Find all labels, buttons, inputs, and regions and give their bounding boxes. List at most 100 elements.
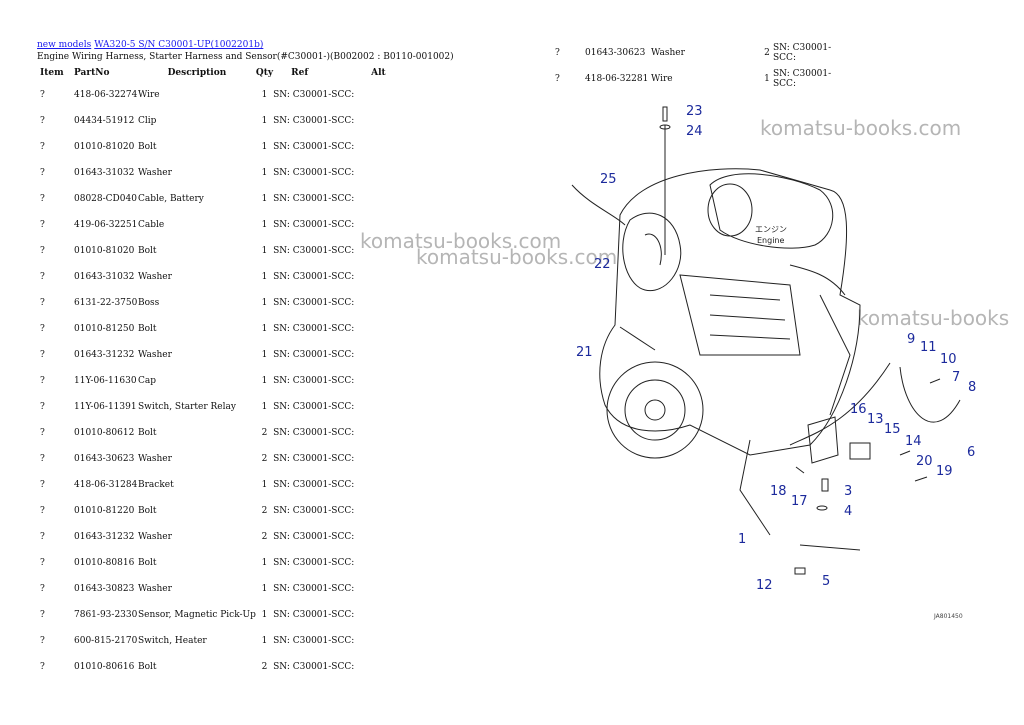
cell-part: 01643-31032 <box>74 168 135 178</box>
cell-ref: SN: C30001-SCC: <box>273 220 355 230</box>
cell-qty: 1 <box>261 610 268 620</box>
cell-ref: SN: C30001-SCC: <box>273 90 355 100</box>
cell-desc: Bolt <box>138 324 157 334</box>
callout-17: 17 <box>791 494 808 509</box>
callout-15: 15 <box>884 422 901 437</box>
cell-desc: Sensor, Magnetic Pick-Up <box>138 610 256 620</box>
cell-desc: Bracket <box>138 480 174 490</box>
cell-desc: Bolt <box>138 662 157 672</box>
cell-desc: Washer <box>138 584 172 594</box>
cell-qty: 2 <box>764 48 770 58</box>
cell-part: 6131-22-3750 <box>74 298 138 308</box>
watermark: komatsu-books <box>857 306 1010 330</box>
cell-qty: 1 <box>261 376 268 386</box>
callout-16: 16 <box>850 402 867 417</box>
cell-part: 11Y-06-11391 <box>74 402 137 412</box>
breadcrumb-link-new-models[interactable]: new models <box>37 40 92 50</box>
cell-item: ? <box>40 376 45 386</box>
cell-item: ? <box>555 74 560 84</box>
cell-item: ? <box>40 324 45 334</box>
cell-desc: Wire <box>138 90 160 100</box>
cell-qty: 1 <box>764 74 770 84</box>
cell-part: 01010-81020 <box>74 246 135 256</box>
callout-23: 23 <box>686 104 703 119</box>
cell-qty: 1 <box>261 558 268 568</box>
callout-9: 9 <box>907 332 915 347</box>
cell-qty: 1 <box>261 116 268 126</box>
breadcrumb-link-model[interactable]: WA320-5 S/N C30001-UP(1002201b) <box>94 40 264 50</box>
cell-part: 01010-80816 <box>74 558 135 568</box>
cell-qty: 1 <box>261 298 268 308</box>
callout-11: 11 <box>920 340 937 355</box>
cell-qty: 1 <box>261 168 268 178</box>
engine-exploded-diagram: エンジン Engine 23 24 25 22 21 9 11 10 7 8 6… <box>571 104 976 620</box>
cell-item: ? <box>40 636 45 646</box>
callout-19: 19 <box>936 464 953 479</box>
cell-item: ? <box>40 350 45 360</box>
cell-ref: SN: C30001-SCC: <box>273 428 355 438</box>
callout-22: 22 <box>594 257 611 272</box>
cell-ref: SN: C30001-SCC: <box>273 324 355 334</box>
callout-14: 14 <box>905 434 922 449</box>
callout-4: 4 <box>844 504 852 519</box>
cell-desc: Washer <box>138 532 172 542</box>
cell-ref: SN: C30001-SCC: <box>273 194 355 204</box>
cell-qty: 1 <box>261 402 268 412</box>
cell-ref: SN: C30001-SCC: <box>273 662 355 672</box>
cell-qty: 2 <box>261 454 268 464</box>
cell-qty: 2 <box>261 532 268 542</box>
cell-ref: SN: C30001-SCC: <box>273 376 355 386</box>
cell-part: 01643-30623 <box>585 48 646 58</box>
cell-desc: Cap <box>138 376 157 386</box>
watermark: komatsu-books.com <box>416 245 618 269</box>
watermark: komatsu-books.com <box>360 229 562 253</box>
cell-qty: 1 <box>261 636 268 646</box>
callout-6: 6 <box>967 445 975 460</box>
cell-ref: SN: C30001-SCC: <box>273 116 355 126</box>
cell-ref: SN: C30001-SCC: <box>273 142 355 152</box>
cell-item: ? <box>40 168 45 178</box>
cell-part: 01010-81250 <box>74 324 135 334</box>
cell-item: ? <box>40 272 45 282</box>
cell-qty: 1 <box>261 246 268 256</box>
cell-ref: SN: C30001-SCC: <box>273 558 355 568</box>
cell-qty: 1 <box>261 350 268 360</box>
table-header-row: Item PartNo Description Qty Ref Alt <box>37 64 386 82</box>
cell-item: ? <box>40 298 45 308</box>
callout-10: 10 <box>940 352 957 367</box>
callout-12: 12 <box>756 578 773 593</box>
cell-ref: SN: C30001-SCC: <box>273 480 355 490</box>
cell-part: 01643-31032 <box>74 272 135 282</box>
cell-item: ? <box>555 48 560 58</box>
cell-item: ? <box>40 220 45 230</box>
parts-table: Item PartNo Description Qty Ref Alt ?418… <box>37 64 386 680</box>
cell-item: ? <box>40 428 45 438</box>
cell-part: 01010-81220 <box>74 506 135 516</box>
cell-ref: SN: C30001-SCC: <box>773 43 832 63</box>
column-header-description: Description <box>167 68 227 78</box>
cell-part: 418-06-31284 <box>74 480 138 490</box>
column-header-ref: Ref <box>291 68 309 78</box>
cell-part: 08028-CD040 <box>74 194 137 204</box>
cell-desc: Clip <box>138 116 157 126</box>
callout-24: 24 <box>686 124 703 139</box>
cell-ref: SN: C30001-SCC: <box>273 402 355 412</box>
cell-desc: Cable, Battery <box>138 194 204 204</box>
column-header-alt: Alt <box>371 68 386 78</box>
callout-25: 25 <box>600 172 617 187</box>
cell-qty: 1 <box>261 194 268 204</box>
watermark: komatsu-books.com <box>760 116 962 140</box>
callout-8: 8 <box>968 380 976 395</box>
cell-desc: Bolt <box>138 558 157 568</box>
